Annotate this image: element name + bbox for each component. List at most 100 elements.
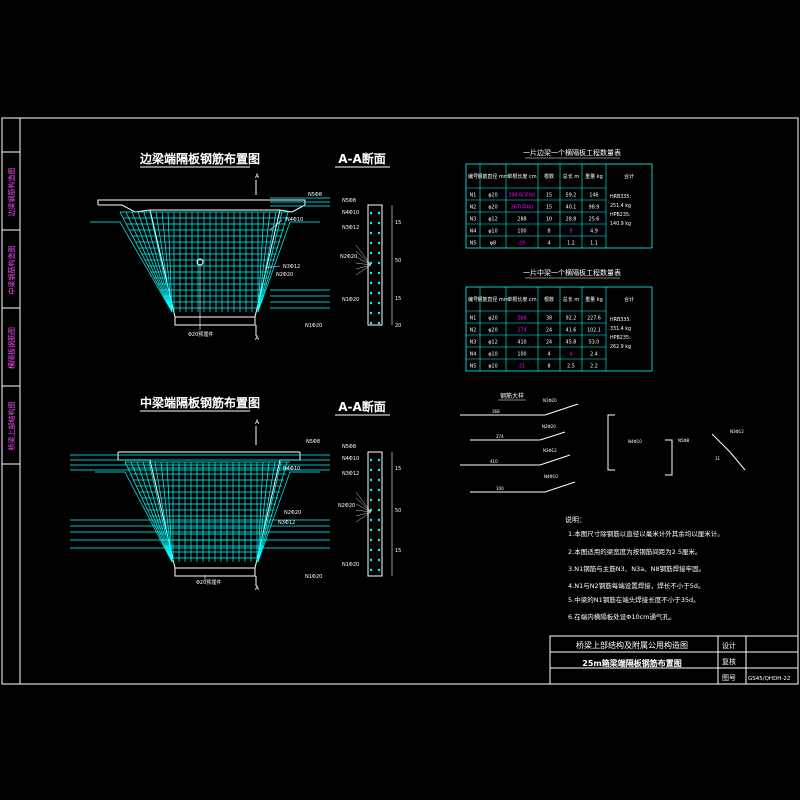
mesh-v-bar	[161, 211, 173, 313]
section-bar-dot	[369, 261, 373, 265]
table-cell: N4	[470, 229, 477, 235]
edge-section-mark-top: A	[255, 173, 260, 180]
mesh-v-bar	[167, 211, 173, 313]
mesh-v-bar	[136, 461, 173, 563]
section-bar-dot	[377, 301, 381, 305]
section-bar-dot	[369, 291, 373, 295]
middle-section-title: A-A断面	[338, 399, 386, 414]
table-cell: 28.8	[566, 217, 577, 223]
section-bar-dot	[369, 568, 373, 572]
table-header-cell: 编号	[468, 296, 478, 303]
table-cell: 8	[547, 364, 550, 370]
table-summary-line: 140.9 kg	[610, 221, 631, 227]
title-block-number-value: GS45/QHDH-22	[748, 676, 790, 682]
section-bar-dot	[377, 478, 381, 482]
rebar-detail-label-1: N1Φ20	[543, 398, 557, 403]
mesh-v-bar	[131, 211, 173, 313]
table-cell: 102.1	[587, 328, 601, 334]
table-cell: φ20	[488, 205, 497, 211]
side-label-strip: 边梁钢筋构造图 中梁钢筋构造图 横隔板钢筋图 桥梁上部结构图	[1, 151, 21, 465]
mesh-v-bar	[257, 461, 276, 563]
edge-sec-callout-3: N3Φ12	[342, 225, 359, 231]
middle-section-mark-bottom: A	[255, 585, 260, 592]
rebar-hook-label-4: 31	[715, 456, 721, 461]
table-cell: 274	[517, 328, 526, 334]
table-cell: 8	[569, 229, 572, 235]
middle-sec-callout-2: N4Φ10	[342, 456, 359, 462]
rebar-hook-label-1: N4Φ10	[628, 439, 642, 444]
section-bar-dot	[377, 568, 381, 572]
table-cell: N3	[470, 340, 477, 346]
mesh-v-bar	[149, 211, 173, 313]
table-cell: φ20	[488, 316, 497, 322]
section-bar-dot	[369, 558, 373, 562]
side-label-2: 中梁钢筋构造图	[7, 246, 16, 295]
middle-callout-1: N5Φ8	[306, 439, 320, 445]
section-bar-dot	[377, 558, 381, 562]
table-cell: N3	[470, 217, 477, 223]
table-header-cell: 根数	[544, 173, 554, 180]
edge-view-title: 边梁端隔板钢筋布置图	[139, 151, 260, 166]
mesh-v-bar	[257, 461, 270, 563]
table-cell: 4	[547, 241, 550, 247]
section-bar-dot	[369, 548, 373, 552]
mesh-v-bar	[160, 461, 173, 563]
rebar-detail-label-2: N2Φ20	[542, 424, 556, 429]
section-bar-dot	[377, 468, 381, 472]
table-summary-line: 251.4 kg	[610, 203, 631, 209]
section-bar-dot	[369, 281, 373, 285]
middle-section-mark-top: A	[255, 419, 260, 426]
rebar-detail-title: 钢筋大样	[500, 392, 524, 400]
mesh-v-bar	[155, 211, 173, 313]
section-leader	[355, 509, 372, 513]
edge-long-bars	[270, 197, 330, 309]
table-cell: 267(平均)	[511, 204, 534, 211]
mesh-v-bar	[257, 461, 264, 563]
middle-section-view: N5Φ8 N4Φ10 N3Φ12 N2Φ20 N1Φ20 15 50 15	[338, 444, 401, 577]
middle-sec-dim-3: 15	[395, 548, 401, 554]
mesh-v-bar	[119, 211, 173, 313]
edge-callout-3: N3Φ12	[283, 264, 300, 270]
section-bar-dot	[369, 301, 373, 305]
edge-sec-dim-1: 15	[395, 220, 401, 226]
section-bar-dot	[369, 251, 373, 255]
notes-block: 说明： 1.本图尺寸除钢筋以直径以毫米计外其余均以厘米计。 2.本图适用的梁宽度…	[565, 515, 724, 621]
mesh-wing-left	[90, 221, 173, 313]
section-bar-dot	[369, 231, 373, 235]
edge-callout-2: N4Φ10	[286, 217, 303, 223]
section-bar-dot	[377, 271, 381, 275]
note-6: 6.在端内横隔板处设Φ10cm通气孔。	[568, 612, 676, 621]
section-bar-dot	[369, 221, 373, 225]
section-bar-dot	[377, 538, 381, 542]
table-cell: 2.2	[590, 364, 598, 370]
table-cell: 2.5	[567, 364, 575, 370]
table-cell: N1	[470, 316, 477, 322]
section-bar-dot	[377, 508, 381, 512]
section-bar-dot	[369, 241, 373, 245]
table-cell: φ10	[488, 364, 497, 370]
edge-sec-dim-4: 20	[395, 323, 401, 329]
section-bar-dot	[377, 251, 381, 255]
table-cell: 4	[569, 352, 572, 358]
section-leader	[355, 497, 372, 513]
section-bar-dot	[369, 528, 373, 532]
edge-callout-4: N2Φ20	[276, 272, 293, 278]
middle-sec-callout-5: N1Φ20	[342, 562, 359, 568]
table-cell: 1.2	[567, 241, 575, 247]
title-block-project: 桥梁上部结构及附属公用构造图	[576, 640, 688, 650]
table-cell: 2.4	[590, 352, 598, 358]
table-cell: 100	[517, 352, 526, 358]
section-bar-dot	[377, 221, 381, 225]
table-cell: 53.0	[589, 340, 600, 346]
mesh-v-bar	[166, 461, 173, 563]
table-cell: φ12	[488, 217, 497, 223]
section-leader	[355, 511, 372, 517]
mesh-v-bar	[257, 461, 282, 563]
section-leader	[355, 256, 372, 266]
table-cell: 368	[517, 316, 526, 322]
section-leader	[355, 503, 372, 513]
rebar-detail-length-4: 100	[496, 486, 504, 491]
mesh-v-bar	[257, 461, 288, 563]
mesh-wing-left	[95, 471, 173, 563]
